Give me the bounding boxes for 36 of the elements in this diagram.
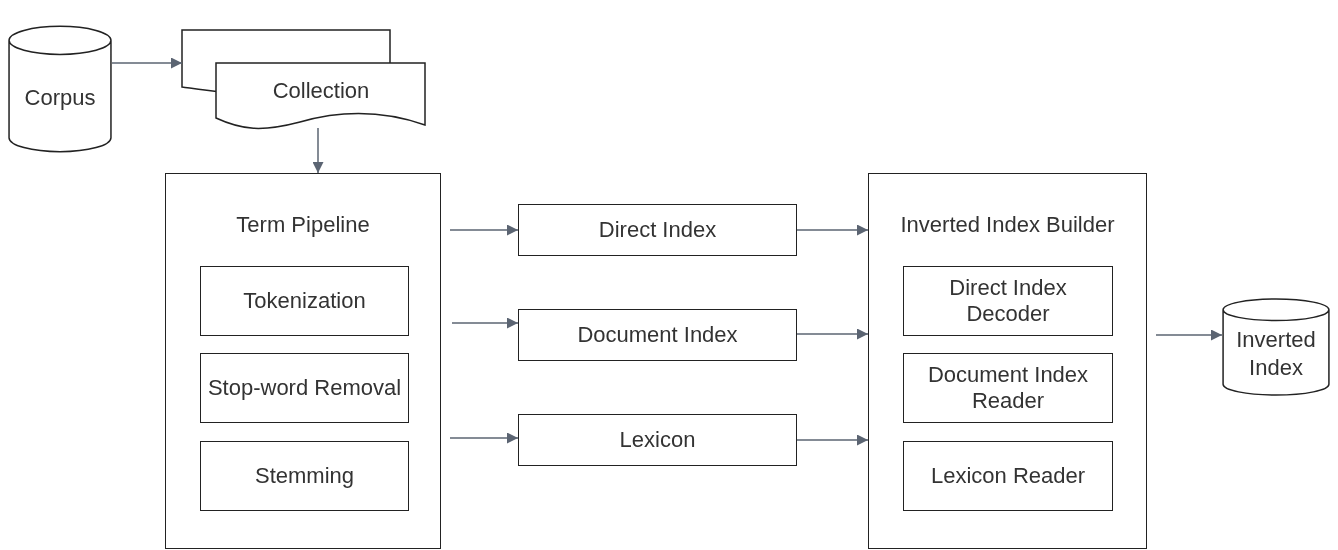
arrow bbox=[796, 224, 869, 236]
node-label: Document Index Reader bbox=[926, 361, 1090, 415]
component-panel bbox=[868, 173, 1147, 549]
node-label: Inverted Index bbox=[1235, 326, 1317, 382]
database-cylinder bbox=[1222, 298, 1330, 396]
process-box bbox=[518, 204, 797, 256]
node-label: Collection bbox=[272, 78, 370, 103]
arrow bbox=[449, 432, 519, 444]
process-box bbox=[903, 266, 1113, 336]
node-label: Direct Index Decoder bbox=[948, 274, 1068, 328]
node-label: Inverted Index Builder bbox=[900, 212, 1115, 237]
node-label: Direct Index bbox=[598, 216, 717, 244]
node-label: Corpus bbox=[24, 84, 96, 112]
node-label: Lexicon Reader bbox=[930, 462, 1086, 490]
process-box bbox=[903, 353, 1113, 423]
component-panel bbox=[165, 173, 441, 549]
process-box bbox=[200, 441, 409, 511]
arrow bbox=[1155, 329, 1223, 341]
arrow bbox=[451, 317, 519, 329]
node-label: Tokenization bbox=[243, 287, 366, 315]
arrow bbox=[796, 328, 869, 340]
process-box bbox=[903, 441, 1113, 511]
process-box bbox=[518, 309, 797, 361]
process-box bbox=[200, 266, 409, 336]
node-label: Stemming bbox=[254, 462, 354, 490]
process-box bbox=[518, 414, 797, 466]
arrow bbox=[449, 224, 519, 236]
node-label: Document Index bbox=[577, 321, 738, 349]
process-box bbox=[200, 353, 409, 423]
node-label: Stop-word Removal bbox=[207, 374, 402, 402]
arrow bbox=[796, 434, 869, 446]
node-label: Lexicon bbox=[619, 426, 696, 454]
database-cylinder bbox=[8, 25, 112, 153]
arrow bbox=[312, 127, 324, 174]
arrow bbox=[111, 57, 183, 69]
node-label: Term Pipeline bbox=[236, 212, 370, 237]
